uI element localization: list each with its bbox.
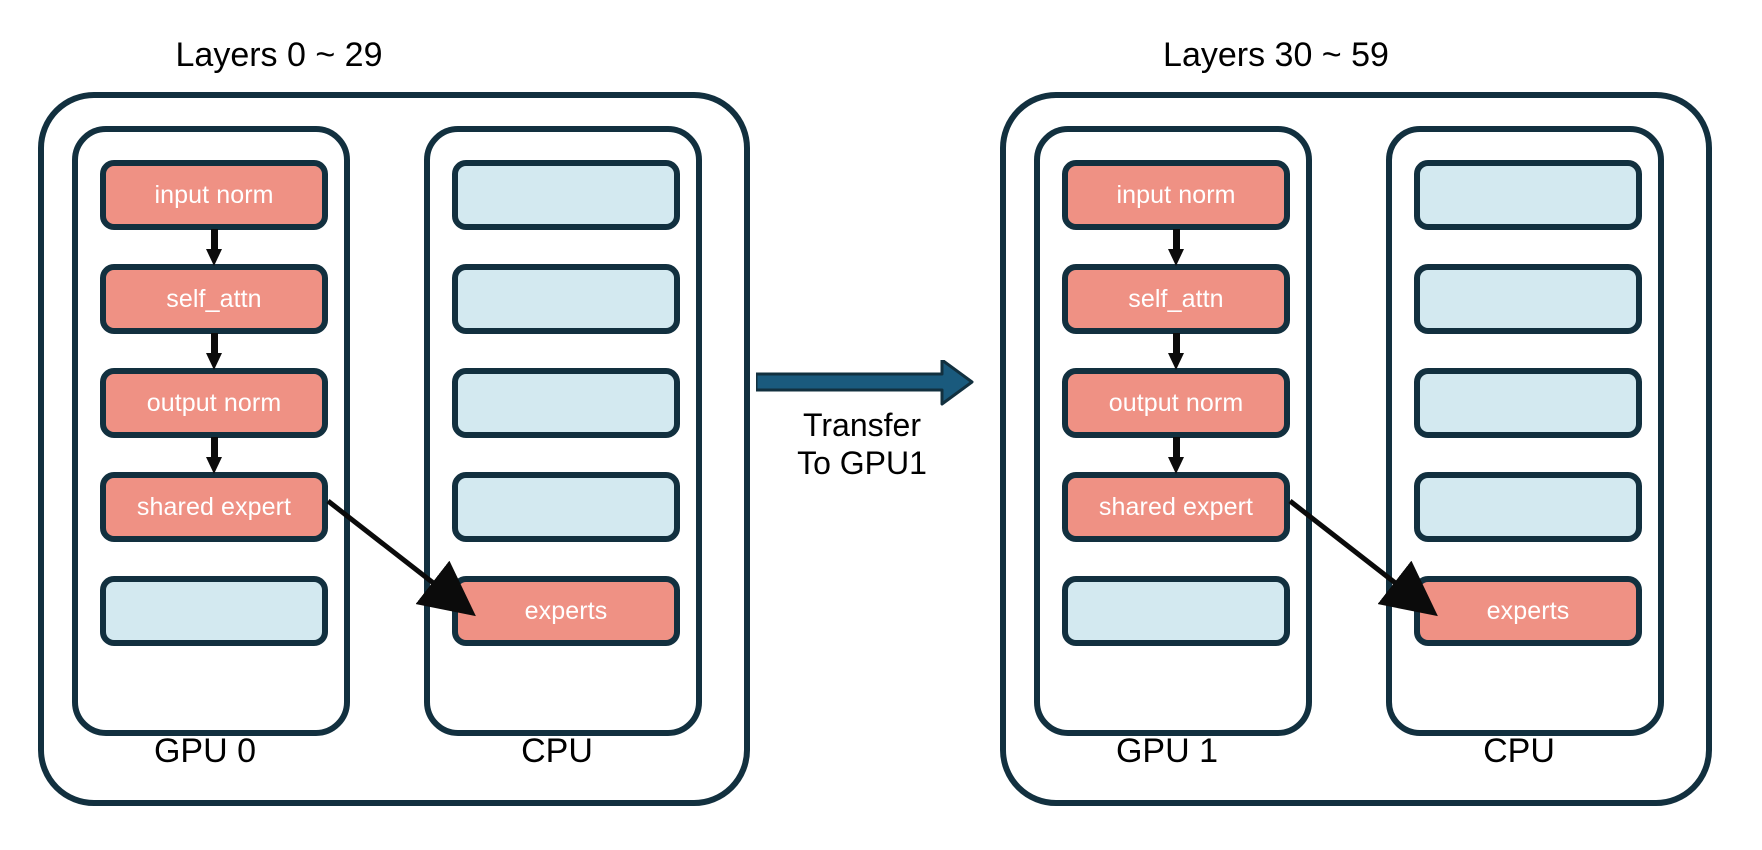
block-experts-cpu-left[interactable]: experts [452, 576, 680, 646]
block-input-norm-gpu1[interactable]: input norm [1062, 160, 1290, 230]
block-output-norm-gpu1[interactable]: output norm [1062, 368, 1290, 438]
flow-arrow-down-icon [1168, 229, 1184, 266]
block-label: experts [1486, 596, 1570, 625]
block-self-attn-gpu1[interactable]: self_attn [1062, 264, 1290, 334]
block-empty-cpu-right-2[interactable] [1414, 368, 1642, 438]
column-cpu-left: experts [424, 126, 702, 736]
block-self-attn-gpu0[interactable]: self_attn [100, 264, 328, 334]
column-cpu-right: experts [1386, 126, 1664, 736]
flow-arrow-down-icon [206, 333, 222, 370]
block-label: input norm [154, 180, 274, 209]
block-label: experts [524, 596, 608, 625]
block-input-norm-gpu0[interactable]: input norm [100, 160, 328, 230]
block-empty-gpu0[interactable] [100, 576, 328, 646]
block-empty-cpu-right-3[interactable] [1414, 472, 1642, 542]
flow-arrow-down-icon [206, 437, 222, 474]
flow-arrow-down-icon [206, 229, 222, 266]
block-label: self_attn [166, 284, 262, 313]
block-label: output norm [146, 388, 282, 417]
block-shared-expert-gpu1[interactable]: shared expert [1062, 472, 1290, 542]
block-empty-cpu-right-0[interactable] [1414, 160, 1642, 230]
block-label: output norm [1108, 388, 1244, 417]
block-empty-cpu-right-1[interactable] [1414, 264, 1642, 334]
transfer-label-line2: To GPU1 [797, 445, 927, 481]
block-empty-cpu-left-2[interactable] [452, 368, 680, 438]
block-empty-cpu-left-0[interactable] [452, 160, 680, 230]
panel-group-right: Layers 30 ~ 59 input norm self_attn outp… [1000, 36, 1712, 806]
block-label: self_attn [1128, 284, 1224, 313]
column-gpu-left: input norm self_attn output norm shared … [72, 126, 350, 736]
transfer-label-line1: Transfer [803, 407, 921, 443]
block-label: shared expert [136, 492, 292, 521]
block-label: input norm [1116, 180, 1236, 209]
block-output-norm-gpu0[interactable]: output norm [100, 368, 328, 438]
block-empty-cpu-left-3[interactable] [452, 472, 680, 542]
transfer-arrow-group: Transfer To GPU1 [756, 360, 996, 500]
transfer-arrow-icon [756, 360, 974, 406]
panel-title-right: Layers 30 ~ 59 [1163, 36, 1389, 74]
panel-group-left: Layers 0 ~ 29 input norm self_attn outpu… [38, 36, 750, 806]
block-shared-expert-gpu0[interactable]: shared expert [100, 472, 328, 542]
panel-title-left: Layers 0 ~ 29 [175, 36, 383, 74]
column-gpu-right: input norm self_attn output norm shared … [1034, 126, 1312, 736]
block-experts-cpu-right[interactable]: experts [1414, 576, 1642, 646]
block-empty-gpu1[interactable] [1062, 576, 1290, 646]
block-label: shared expert [1098, 492, 1254, 521]
flow-arrow-down-icon [1168, 333, 1184, 370]
transfer-arrow-label: Transfer To GPU1 [756, 406, 968, 482]
block-empty-cpu-left-1[interactable] [452, 264, 680, 334]
flow-arrow-down-icon [1168, 437, 1184, 474]
